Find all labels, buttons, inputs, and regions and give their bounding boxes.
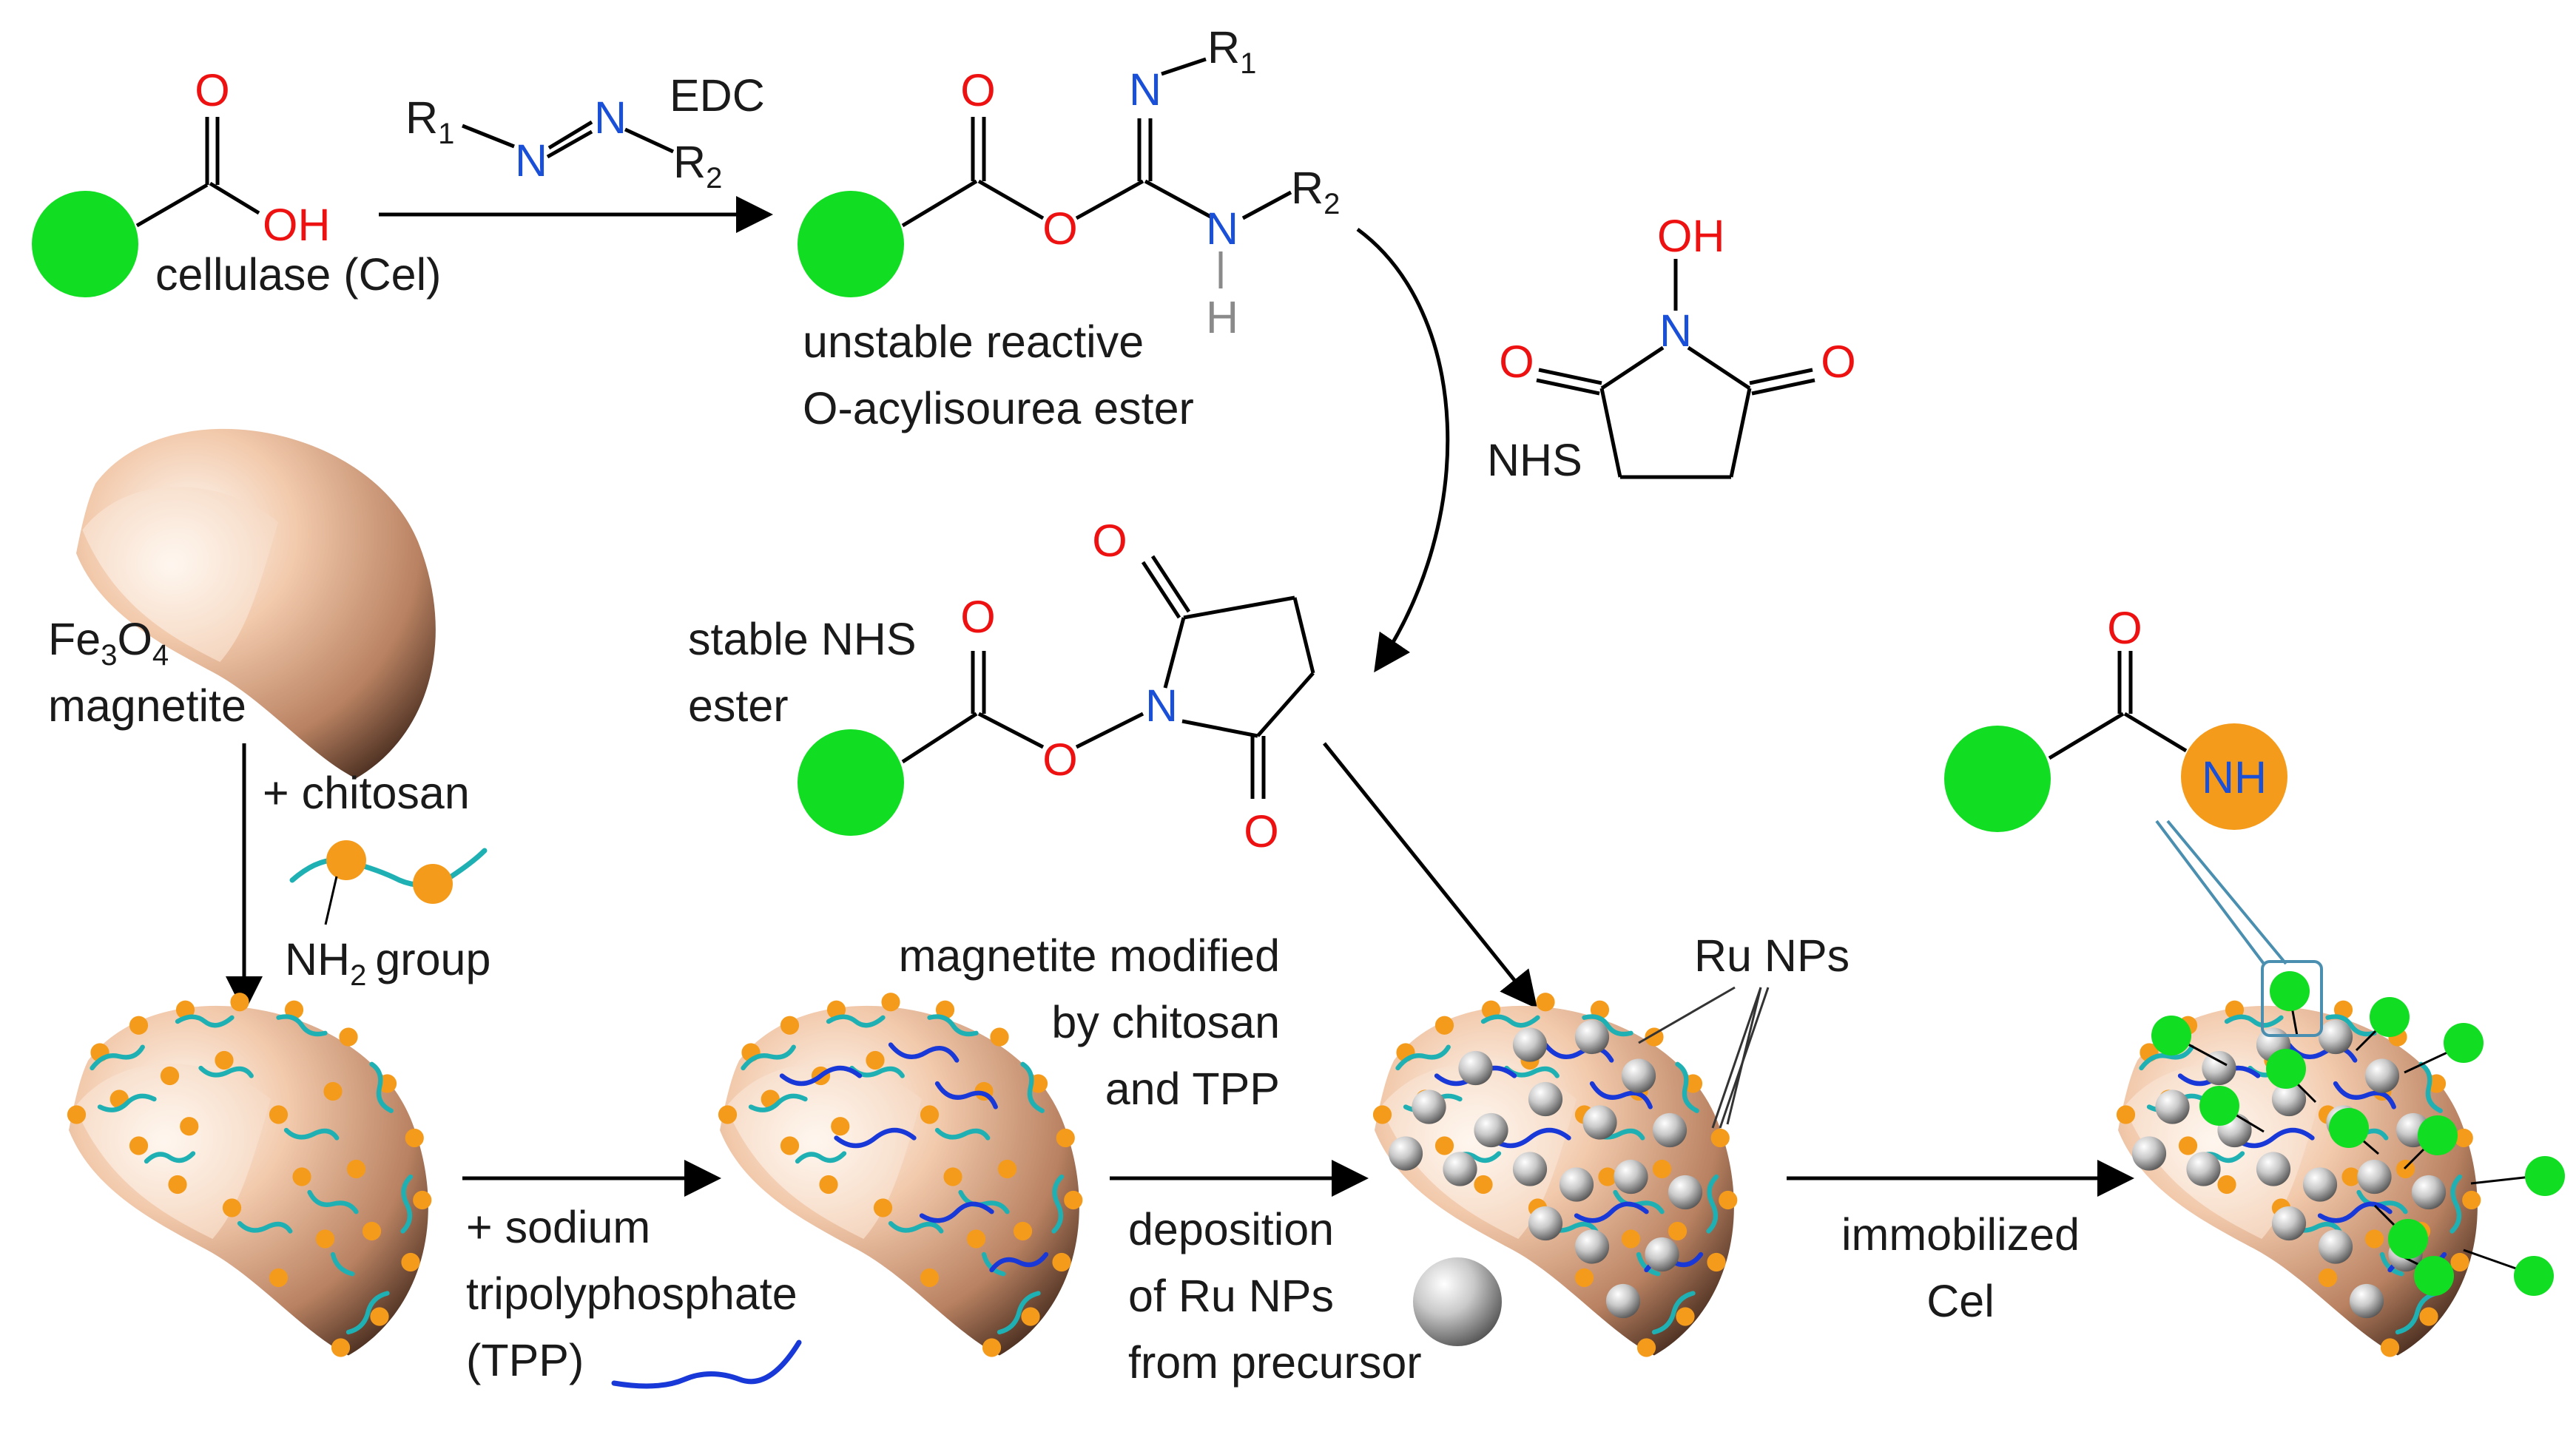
plus-chitosan-label: + chitosan (263, 768, 470, 818)
deposition-label-line1: deposition (1128, 1204, 1334, 1254)
enzyme-sphere (32, 191, 138, 297)
chitosan-chain-icon (289, 848, 488, 888)
enzyme-sphere (2388, 1219, 2428, 1259)
tpp-chain-icon (611, 1340, 802, 1389)
enzyme-sphere (2270, 971, 2310, 1011)
chitosan-tpp-magnetite: magnetite modified by chitosan and TPP (718, 930, 1280, 1357)
sodium-label-line1: + sodium (466, 1202, 650, 1252)
ester-carbonyl-oxygen: O (960, 592, 995, 642)
succinimide-nitrogen: N (1145, 680, 1178, 731)
o-acylisourea-ester: O O N R1 N R2 H unstable reactive O-acyl… (798, 22, 1340, 433)
nh-group-sphere (2181, 723, 2287, 830)
ester-oxygen: O (1042, 734, 1077, 785)
amide-oxygen: O (2107, 603, 2142, 653)
amide-nh: NH (2202, 752, 2267, 803)
nhs-hydroxyl: OH (1657, 211, 1725, 261)
nhs-nitrogen: N (1659, 305, 1692, 356)
cellulase-molecule: O OH cellulase (Cel) (32, 65, 441, 300)
stable-label-line2: ester (688, 680, 789, 731)
unstable-label-line1: unstable reactive (803, 317, 1144, 367)
stable-nhs-ester: O O N O O stable NHS ester (688, 516, 1315, 857)
enzyme-sphere (2418, 1115, 2458, 1155)
enzyme-sphere (2329, 1108, 2369, 1148)
enzyme-sphere (2370, 997, 2410, 1037)
enzyme-sphere (2525, 1156, 2565, 1196)
modified-label-line1: magnetite modified (899, 930, 1280, 981)
chitosan-coated-magnetite (67, 993, 431, 1357)
deposition-label-line2: of Ru NPs (1128, 1271, 1334, 1321)
r2-label: R2 (673, 137, 722, 195)
amide-product: O NH (1944, 603, 2287, 832)
amine-hydrogen: H (1206, 292, 1238, 342)
edc-nitrogen-1: N (515, 135, 547, 186)
ru-deposition-step: deposition of Ru NPs from precursor (1128, 1204, 1502, 1388)
modified-label-line3: and TPP (1105, 1064, 1280, 1114)
amine-dot-icon (326, 840, 366, 880)
nhs-molecule: OH N O O NHS (1487, 211, 1856, 485)
nhs-oxygen-right: O (1821, 337, 1855, 387)
ru-loaded-magnetite: Ru NPs (1373, 930, 1850, 1357)
succinimide-oxygen-bottom: O (1244, 806, 1278, 857)
highlight-box (2261, 960, 2323, 1037)
enzyme-sphere (2266, 1049, 2306, 1089)
arrow-nhs-coupling (1356, 227, 1450, 673)
enzyme-sphere (798, 191, 904, 297)
ru-precursor-sphere-icon (1413, 1257, 1502, 1346)
carboxyl-oxygen: O (195, 65, 229, 115)
succinimide-oxygen-top: O (1092, 516, 1127, 566)
sodium-label-line3: (TPP) (466, 1335, 584, 1385)
ru-nps-label: Ru NPs (1694, 930, 1850, 981)
immobilized-label-line2: Cel (1926, 1276, 1995, 1326)
amine-nitrogen: N (1206, 203, 1238, 254)
immobilized-label-line1: immobilized (1841, 1209, 2080, 1260)
nhs-oxygen-left: O (1499, 337, 1534, 387)
magnetite-formula: Fe3O4 (48, 614, 169, 672)
magnetite-label: magnetite (48, 680, 246, 731)
imine-nitrogen: N (1129, 64, 1161, 115)
enzyme-sphere (2151, 1016, 2191, 1055)
cellulase-label: cellulase (Cel) (155, 249, 441, 300)
r1-label: R1 (1207, 22, 1256, 80)
r1-label: R1 (405, 92, 454, 150)
arrow-to-immobilization (1323, 742, 1538, 1009)
immobilized-cellulase-particle (2117, 820, 2565, 1357)
edc-label: EDC (670, 70, 765, 121)
unstable-label-line2: O-acylisourea ester (803, 383, 1194, 433)
magnetite-particle: Fe3O4 magnetite (48, 428, 436, 779)
carboxyl-hydroxyl: OH (263, 200, 331, 250)
sodium-label-line2: tripolyphosphate (466, 1268, 798, 1319)
nhs-label: NHS (1487, 435, 1582, 485)
ester-carbonyl-oxygen: O (960, 65, 995, 115)
edc-reagent: R1 N N R2 EDC (405, 70, 765, 195)
stable-label-line1: stable NHS (688, 614, 917, 664)
r2-label: R2 (1291, 163, 1340, 220)
enzyme-sphere (1944, 726, 2051, 832)
enzyme-sphere (2414, 1256, 2454, 1296)
tpp-reagent: + sodium tripolyphosphate (TPP) (466, 1202, 802, 1389)
enzyme-sphere (2514, 1256, 2554, 1296)
deposition-label-line3: from precursor (1128, 1337, 1422, 1388)
enzyme-sphere (2199, 1086, 2239, 1126)
enzyme-sphere (2444, 1023, 2484, 1063)
ester-oxygen: O (1042, 203, 1077, 254)
amine-dot-icon (413, 864, 453, 904)
enzyme-sphere (798, 729, 904, 836)
modified-label-line2: by chitosan (1051, 997, 1280, 1047)
edc-nitrogen-2: N (594, 92, 627, 143)
